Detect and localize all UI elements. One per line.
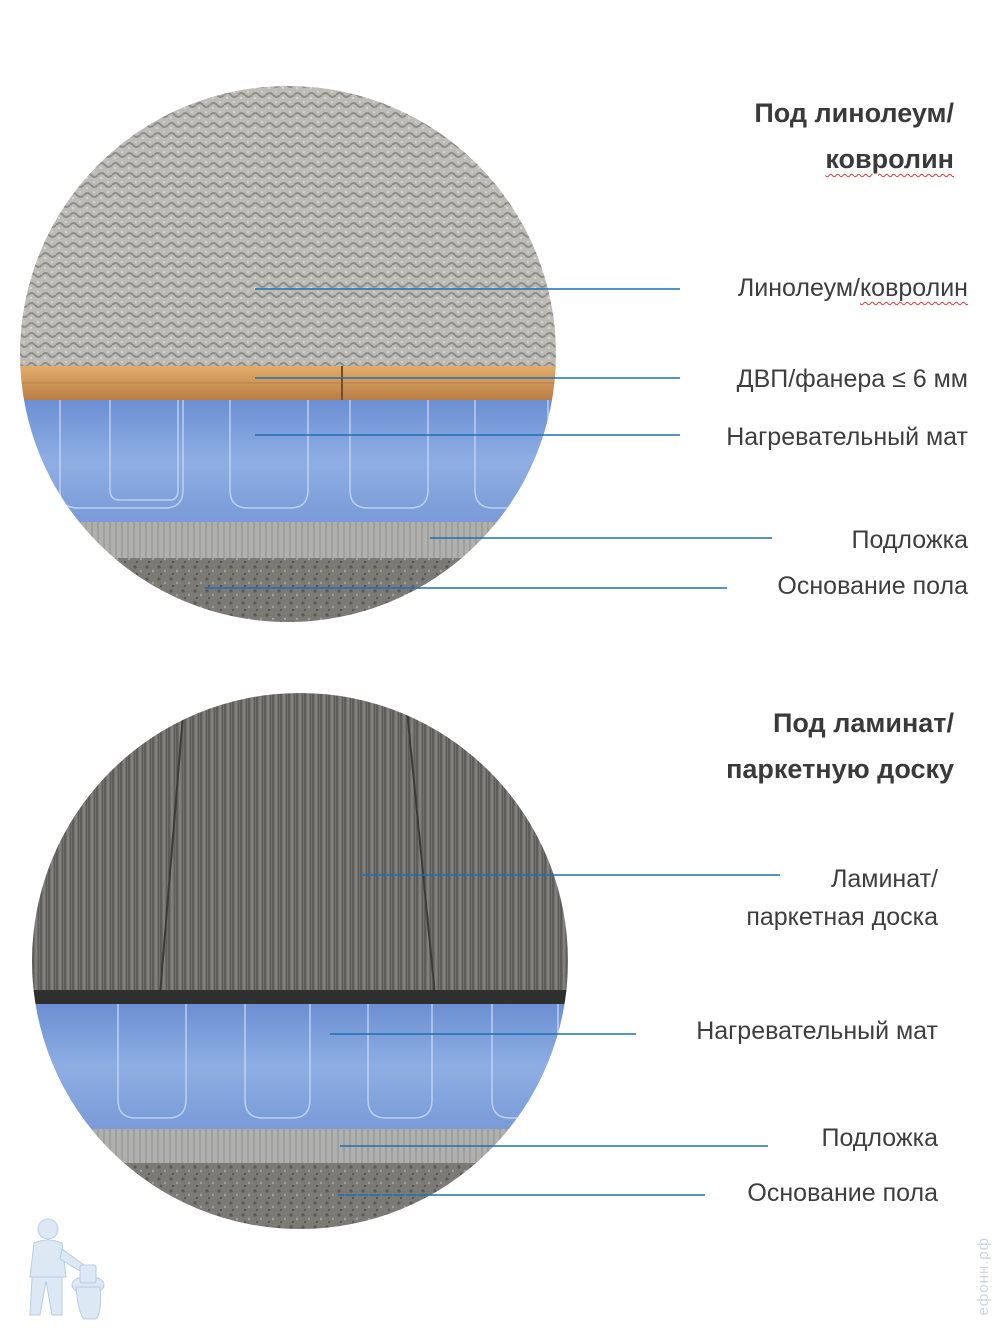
linoleum-layers-illustration xyxy=(20,86,772,622)
section-title-laminate: Под ламинат/ паркетную доску xyxy=(726,700,954,792)
title-line-1: Под ламинат/ xyxy=(773,708,954,738)
plumber-mascot-icon xyxy=(29,1218,105,1320)
label-dvp: ДВП/фанера ≤ 6 мм xyxy=(736,365,968,393)
label-linoleum-part2: ковролин xyxy=(859,274,968,302)
label-laminate: Ламинат/ паркетная доска xyxy=(746,860,938,936)
watermark: ефонн.рф xyxy=(975,1236,992,1315)
diagram-laminate: Под ламинат/ паркетную доску Ламинат/ па… xyxy=(0,660,1000,1333)
laminate-layers-illustration xyxy=(32,693,780,1229)
diagram-linoleum: Под линолеум/ ковролин Линолеум/ковролин… xyxy=(0,0,1000,660)
title-line-1: Под линолеум/ xyxy=(754,98,954,128)
label-heating-mat: Нагревательный мат xyxy=(726,423,968,451)
label-linoleum-part1: Линолеум/ xyxy=(737,274,860,302)
label-laminate-line2: паркетная доска xyxy=(746,903,938,931)
title-line-2: ковролин xyxy=(825,144,954,174)
title-line-2: паркетную доску xyxy=(726,754,954,784)
label-floor-base: Основание пола xyxy=(747,1179,938,1207)
section-title-linoleum: Под линолеум/ ковролин xyxy=(754,90,954,182)
label-laminate-line1: Ламинат/ xyxy=(830,865,938,893)
label-underlay: Подложка xyxy=(821,1124,938,1152)
label-floor-base: Основание пола xyxy=(777,572,968,600)
label-heating-mat: Нагревательный мат xyxy=(696,1017,938,1045)
leader-lines-2 xyxy=(330,874,780,1196)
label-linoleum: Линолеум/ковролин xyxy=(738,270,968,306)
label-underlay: Подложка xyxy=(851,526,968,554)
leader-lines xyxy=(205,288,772,589)
